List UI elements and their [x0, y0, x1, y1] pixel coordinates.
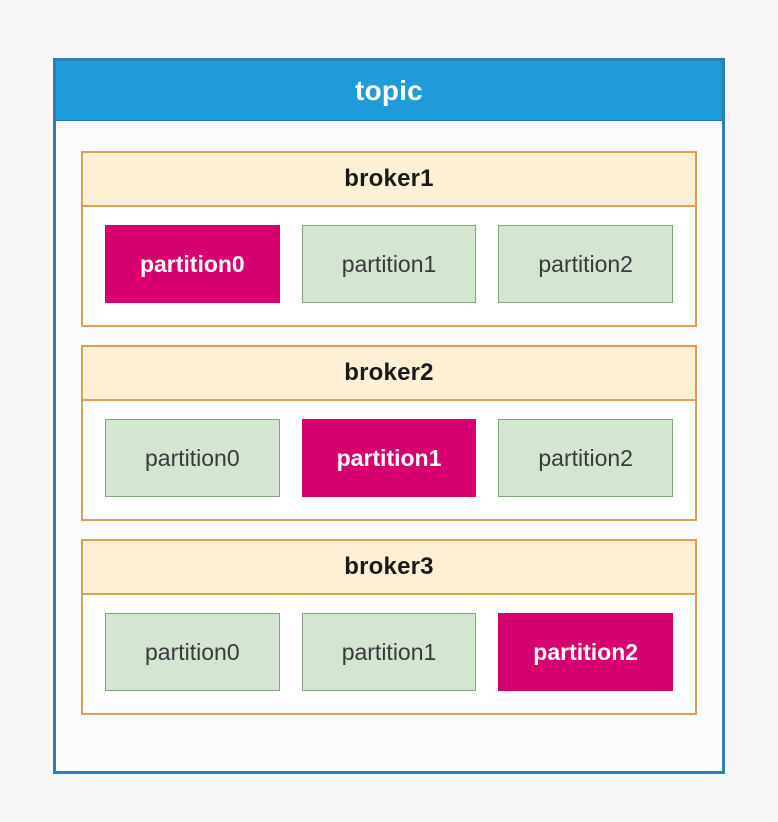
- partition-label: partition0: [139, 250, 245, 277]
- broker-box-1: broker1 partition0 partition1 partition2: [81, 151, 697, 327]
- broker-list: broker1 partition0 partition1 partition2…: [56, 121, 722, 771]
- partition-row-1: partition0 partition1 partition2: [83, 207, 695, 325]
- broker-box-3: broker3 partition0 partition1 partition2: [81, 539, 697, 715]
- partition-box-broker3-partition2: partition2: [498, 613, 674, 691]
- partition-label: partition0: [145, 638, 240, 665]
- broker-name-2: broker2: [344, 359, 434, 386]
- partition-label: partition1: [341, 638, 437, 665]
- partition-label: partition2: [533, 638, 639, 665]
- partition-label: partition0: [145, 444, 240, 471]
- partition-box-broker1-partition0: partition0: [105, 225, 280, 303]
- partition-box-broker2-partition0: partition0: [105, 419, 280, 497]
- partition-box-broker3-partition0: partition0: [105, 613, 280, 691]
- partition-box-broker3-partition1: partition1: [301, 613, 477, 691]
- partition-box-broker2-partition2: partition2: [498, 419, 674, 497]
- topic-title: topic: [355, 74, 423, 106]
- broker-name-1: broker1: [344, 165, 434, 192]
- partition-label: partition2: [538, 444, 633, 471]
- partition-label: partition1: [341, 250, 437, 277]
- topic-container: topic broker1 partition0 partition1 part…: [53, 58, 725, 774]
- partition-box-broker1-partition2: partition2: [498, 225, 674, 303]
- broker-header-3: broker3: [83, 541, 695, 595]
- topic-header: topic: [56, 61, 722, 121]
- broker-box-2: broker2 partition0 partition1 partition2: [81, 345, 697, 521]
- broker-header-2: broker2: [83, 347, 695, 401]
- broker-name-3: broker3: [344, 553, 434, 580]
- partition-box-broker2-partition1: partition1: [301, 419, 477, 497]
- broker-header-1: broker1: [83, 153, 695, 207]
- partition-row-3: partition0 partition1 partition2: [83, 595, 695, 713]
- partition-label: partition2: [538, 250, 633, 277]
- partition-label: partition1: [336, 444, 442, 471]
- partition-row-2: partition0 partition1 partition2: [83, 401, 695, 519]
- partition-box-broker1-partition1: partition1: [301, 225, 477, 303]
